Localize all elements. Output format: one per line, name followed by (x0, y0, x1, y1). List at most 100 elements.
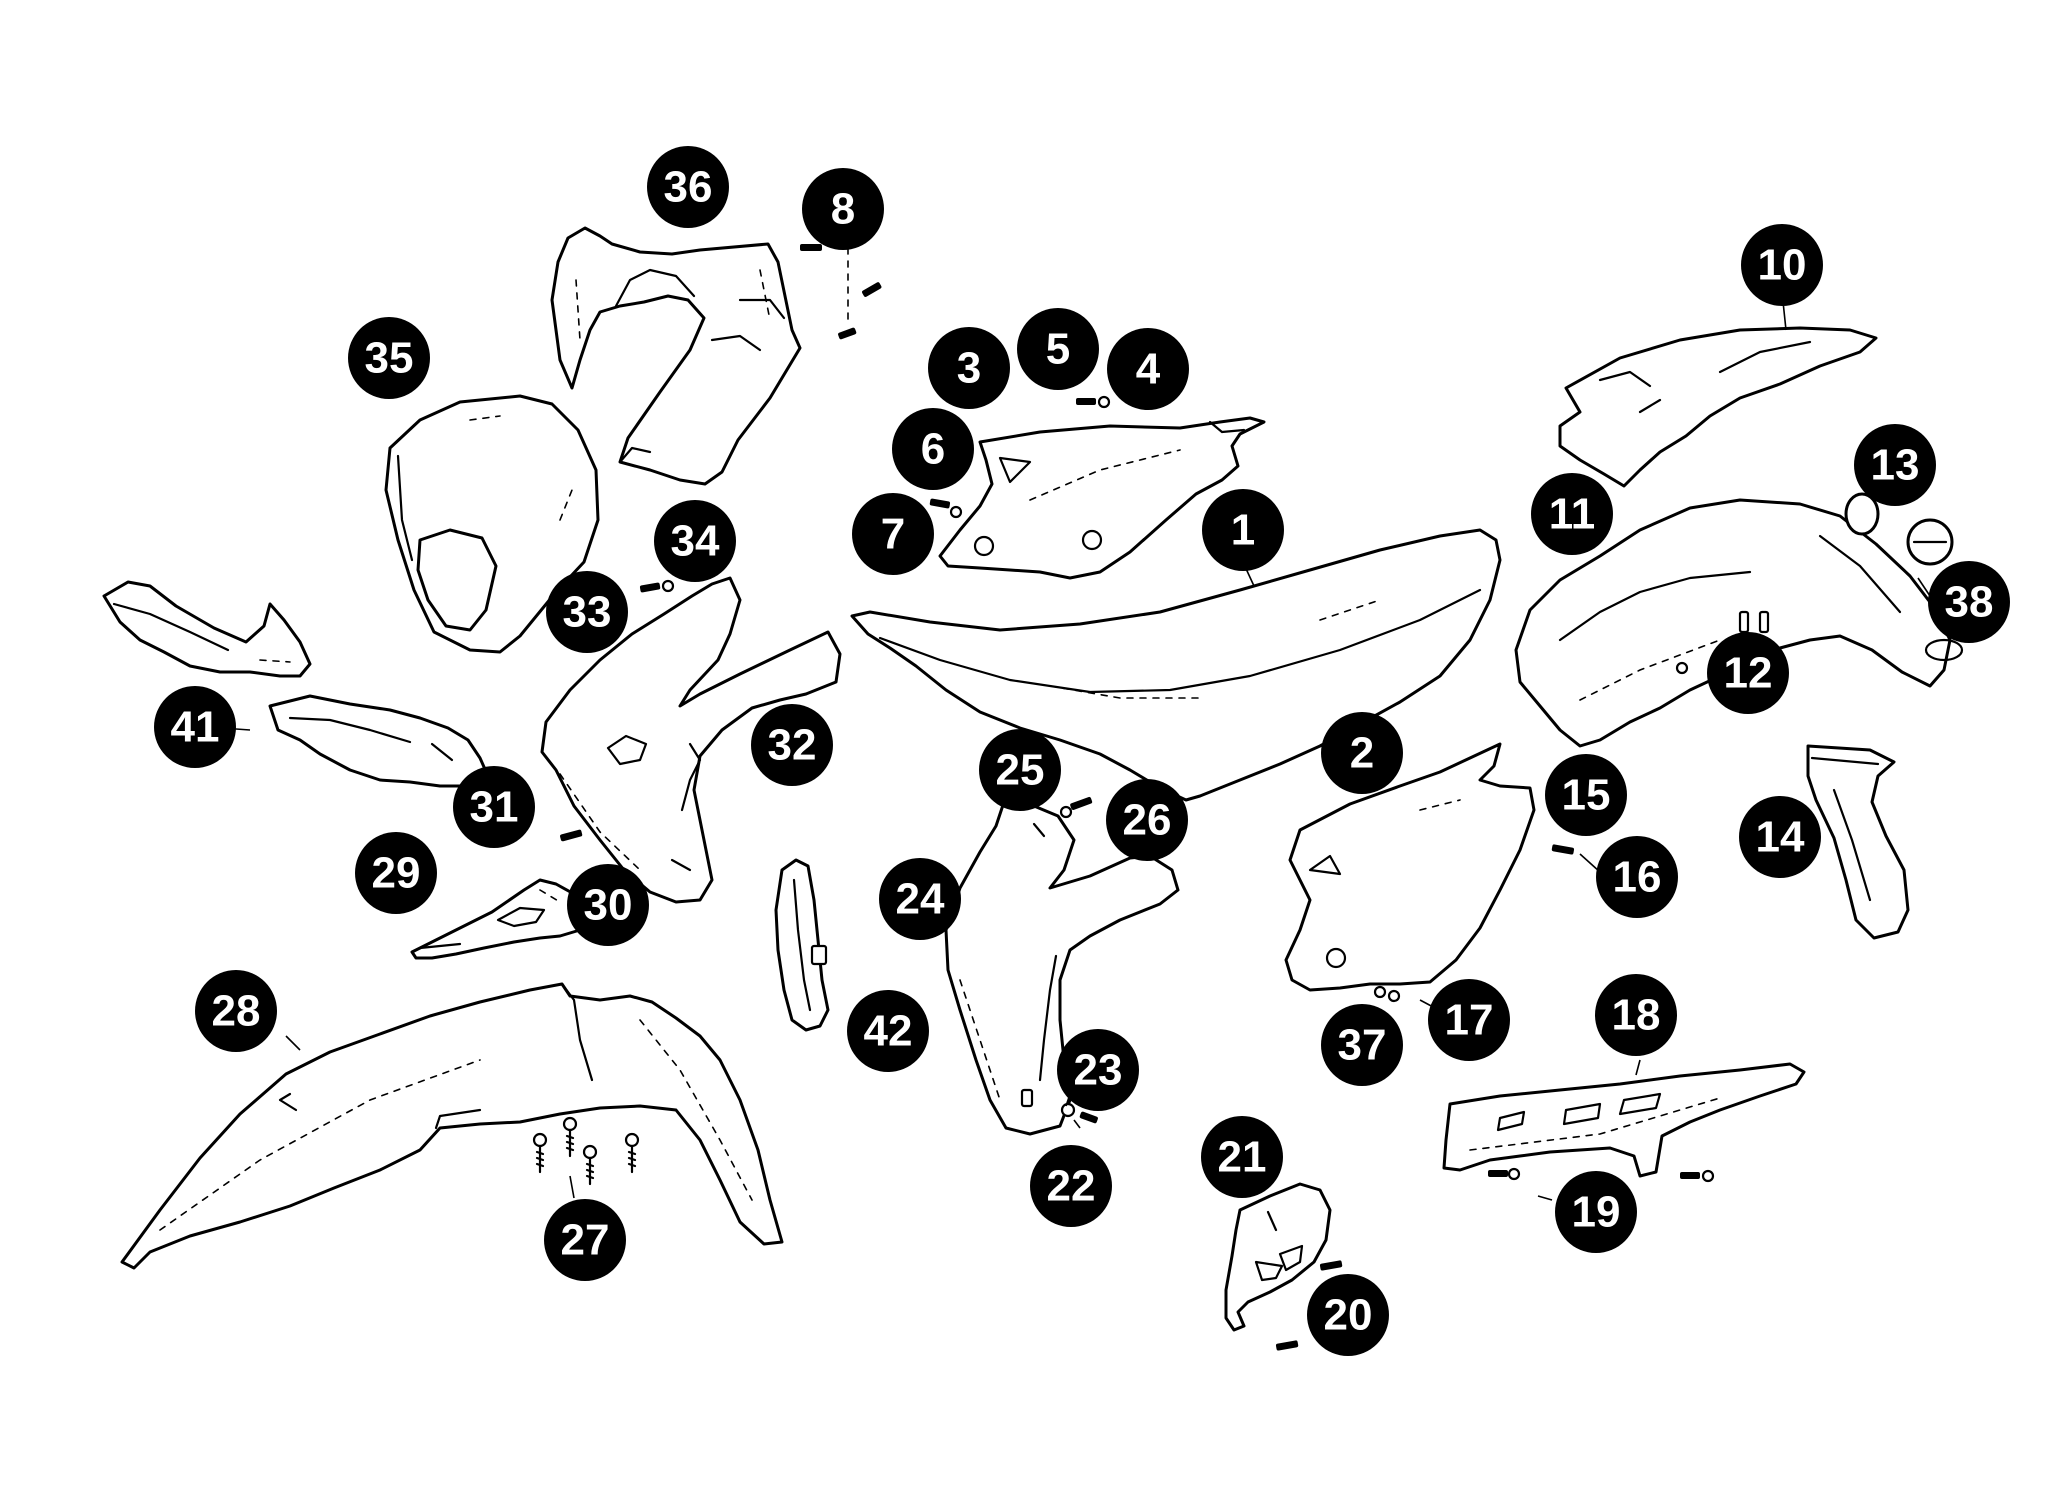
callout-label: 37 (1338, 1021, 1387, 1070)
right-side-panel-part (938, 416, 1266, 580)
front-fender-part (120, 982, 784, 1270)
callout-14: 14 (1739, 796, 1821, 878)
callout-label: 22 (1047, 1162, 1096, 1211)
callout-label: 18 (1612, 991, 1661, 1040)
callout-label: 26 (1123, 796, 1172, 845)
callout-label: 33 (563, 588, 612, 637)
callout-38: 38 (1928, 561, 2010, 643)
callout-label: 23 (1074, 1046, 1123, 1095)
callout-label: 31 (470, 783, 519, 832)
callout-1: 1 (1202, 489, 1284, 571)
callout-label: 29 (372, 849, 421, 898)
callout-22: 22 (1030, 1145, 1112, 1227)
callout-35: 35 (348, 317, 430, 399)
right-radiator-shroud-part (944, 800, 1180, 1136)
callout-label: 11 (1549, 490, 1596, 539)
callout-label: 4 (1136, 345, 1161, 394)
callout-25: 25 (979, 729, 1061, 811)
callout-16: 16 (1596, 836, 1678, 918)
callout-12: 12 (1707, 632, 1789, 714)
callout-30: 30 (567, 864, 649, 946)
callout-10: 10 (1741, 224, 1823, 306)
callout-label: 27 (561, 1216, 610, 1265)
callout-19: 19 (1555, 1171, 1637, 1253)
callout-label: 19 (1572, 1188, 1621, 1237)
callout-41: 41 (154, 686, 236, 768)
callout-label: 21 (1218, 1133, 1267, 1182)
front-fender-bolts-part (532, 1116, 640, 1186)
rear-fender-screws-part (1675, 610, 1770, 675)
sprocket-cover-screws-part (1275, 1260, 1343, 1351)
callout-label: 3 (957, 344, 981, 393)
callout-6: 6 (892, 408, 974, 490)
callout-label: 6 (921, 425, 945, 474)
callout-34: 34 (654, 500, 736, 582)
rear-fender-upper-part (1558, 326, 1878, 488)
callout-label: 42 (864, 1007, 913, 1056)
callout-4: 4 (1107, 328, 1189, 410)
callout-17: 17 (1428, 979, 1510, 1061)
left-side-panel-part (1284, 742, 1536, 992)
callout-42: 42 (847, 990, 929, 1072)
callout-24: 24 (879, 858, 961, 940)
left-side-panel-screws-part (1373, 844, 1575, 1003)
headlight-screws-part (639, 579, 675, 593)
callout-32: 32 (751, 704, 833, 786)
callout-26: 26 (1106, 779, 1188, 861)
callout-3: 3 (928, 327, 1010, 409)
left-radiator-shroud-part (540, 576, 842, 904)
callout-label: 20 (1324, 1291, 1373, 1340)
callout-label: 35 (365, 334, 414, 383)
callout-label: 36 (664, 163, 713, 212)
callout-label: 24 (896, 875, 945, 924)
callout-13: 13 (1854, 424, 1936, 506)
callout-label: 16 (1613, 853, 1662, 902)
callout-28: 28 (195, 970, 277, 1052)
callout-label: 5 (1046, 325, 1070, 374)
callout-7: 7 (852, 493, 934, 575)
callout-8: 8 (802, 168, 884, 250)
callout-5: 5 (1017, 308, 1099, 390)
callout-31: 31 (453, 766, 535, 848)
callout-label: 8 (831, 185, 855, 234)
callout-18: 18 (1595, 974, 1677, 1056)
callout-label: 14 (1756, 813, 1805, 862)
hand-guard-part (102, 580, 312, 678)
rear-fender-cap-part (1844, 492, 1954, 566)
callout-label: 12 (1724, 649, 1773, 698)
headlight-bolts-part (800, 244, 882, 340)
callout-2: 2 (1321, 712, 1403, 794)
callout-29: 29 (355, 832, 437, 914)
shroud-lower-screws-part (1060, 1102, 1098, 1124)
callout-label: 34 (671, 517, 720, 566)
callout-label: 10 (1758, 241, 1807, 290)
headlight-housing-part (550, 226, 802, 486)
fork-protector-part (774, 858, 830, 1032)
callout-label: 30 (584, 881, 633, 930)
callout-33: 33 (546, 571, 628, 653)
callout-label: 15 (1562, 771, 1611, 820)
callout-23: 23 (1057, 1029, 1139, 1111)
mud-flap-part (1806, 744, 1910, 940)
callout-21: 21 (1201, 1116, 1283, 1198)
callout-label: 32 (768, 721, 817, 770)
headlight-mask-part (384, 394, 600, 654)
callout-label: 7 (881, 510, 905, 559)
callout-label: 38 (1945, 578, 1994, 627)
callout-label: 41 (171, 703, 220, 752)
callout-label: 2 (1350, 729, 1374, 778)
callout-label: 17 (1445, 996, 1494, 1045)
chain-guard-part (1442, 1062, 1806, 1178)
right-side-panel-screws-part (929, 395, 1111, 519)
chain-guard-screws-part (1488, 1167, 1715, 1183)
callout-37: 37 (1321, 1004, 1403, 1086)
sprocket-cover-part (1224, 1182, 1332, 1332)
seat-part (850, 528, 1502, 802)
callout-label: 25 (996, 746, 1045, 795)
callout-11: 11 (1531, 473, 1613, 555)
shroud-scoop-part (268, 694, 583, 842)
rear-fender-part (1514, 498, 1964, 748)
callout-label: 13 (1871, 441, 1920, 490)
callout-36: 36 (647, 146, 729, 228)
